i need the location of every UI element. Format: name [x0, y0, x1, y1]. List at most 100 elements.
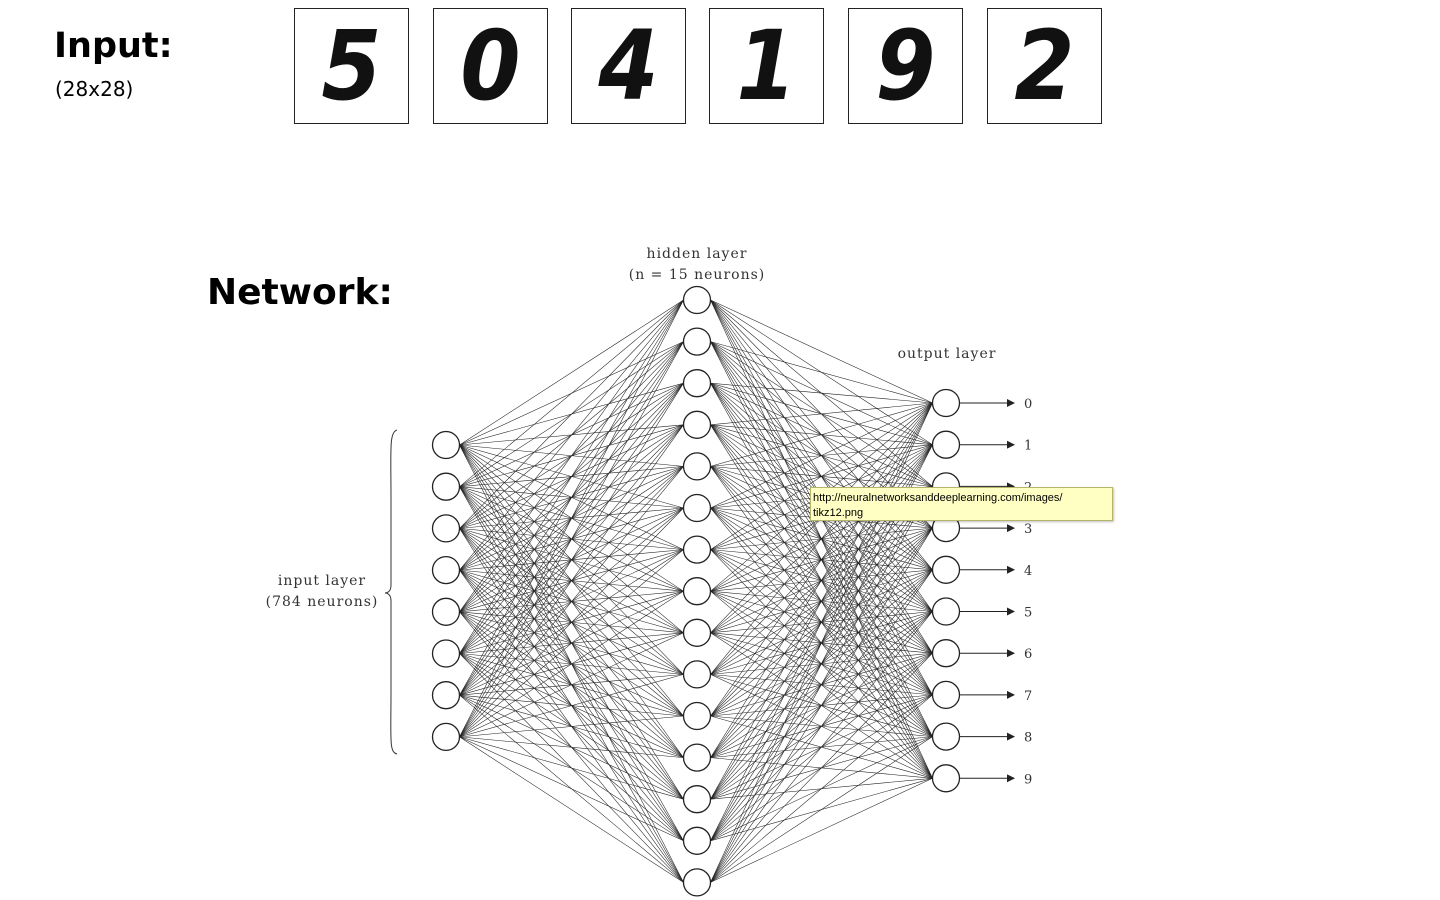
hidden-neuron: [682, 618, 712, 647]
connection-line: [459, 549, 684, 738]
connection-line: [459, 632, 684, 738]
connection-line: [459, 299, 684, 612]
hidden-neuron: [682, 868, 712, 897]
neuron-nodes: [431, 285, 961, 897]
connection-line: [710, 341, 933, 404]
hidden-neuron: [682, 826, 712, 855]
digit-image: 0: [433, 8, 548, 124]
connection-line: [459, 299, 684, 446]
connection-line: [710, 569, 933, 883]
input-neuron: [431, 597, 461, 626]
input-neuron: [431, 555, 461, 585]
connection-line: [710, 402, 933, 467]
output-digit-label: 3: [1024, 522, 1032, 537]
hidden-neuron: [682, 285, 712, 315]
connection-line: [459, 736, 684, 883]
tooltip-line: http://neuralnetworksanddeeplearning.com…: [813, 492, 1063, 504]
connection-line: [459, 736, 684, 758]
input-title: Input:: [54, 26, 173, 66]
connection-line: [459, 383, 684, 738]
input-layer-label: input layer: [278, 573, 366, 589]
output-neuron: [931, 555, 961, 584]
connection-line: [710, 527, 933, 883]
digit-glyph: 4: [598, 10, 659, 122]
connection-line: [459, 341, 684, 738]
input-neuron: [431, 472, 461, 501]
connection-line: [459, 424, 684, 738]
connection-line: [710, 402, 933, 800]
digit-glyph: 1: [736, 10, 797, 122]
connection-line: [710, 299, 933, 404]
output-layer-label: output layer: [898, 346, 997, 362]
output-digit-label: 6: [1024, 647, 1032, 662]
connection-line: [710, 486, 933, 883]
output-neuron: [931, 430, 961, 459]
connection-line: [710, 382, 933, 404]
output-neuron: [931, 388, 961, 418]
hidden-layer-count: (n = 15 neurons): [629, 267, 765, 283]
connection-line: [459, 736, 684, 800]
output-digit-label: 4: [1024, 564, 1032, 579]
output-digit-label: 8: [1024, 731, 1032, 746]
hidden-neuron: [682, 369, 712, 398]
connection-line: [710, 402, 933, 717]
hidden-neuron: [682, 577, 712, 606]
output-digit-label: 9: [1024, 772, 1032, 787]
output-arrows: 0123456789: [959, 397, 1032, 787]
hidden-neuron: [682, 327, 712, 356]
connection-line: [710, 402, 933, 675]
input-layer-brace: [384, 429, 398, 755]
output-neuron: [931, 722, 961, 751]
output-digit-label: 0: [1024, 397, 1032, 412]
output-neuron: [931, 597, 961, 626]
digit-glyph: 5: [321, 10, 382, 122]
connection-line: [459, 299, 684, 738]
digit-image: 5: [294, 8, 409, 124]
output-neuron: [931, 680, 961, 710]
hidden-neuron: [682, 743, 712, 772]
connection-line: [459, 674, 684, 738]
hidden-neuron: [682, 493, 712, 523]
hidden-neuron: [682, 701, 712, 731]
output-digit-label: 7: [1024, 689, 1032, 704]
connection-line: [710, 402, 933, 550]
connection-line: [459, 736, 684, 842]
output-neuron: [931, 639, 961, 668]
digit-image: 4: [571, 8, 686, 124]
digit-image: 9: [848, 8, 963, 124]
input-neuron: [431, 430, 461, 460]
digit-image: 1: [709, 8, 824, 124]
url-tooltip: http://neuralnetworksanddeeplearning.com…: [810, 487, 1113, 521]
input-neuron: [431, 514, 461, 543]
connection-line: [710, 611, 933, 883]
input-neuron: [431, 681, 461, 710]
connection-lines: [459, 299, 933, 883]
connection-line: [459, 466, 684, 738]
connection-line: [710, 402, 933, 841]
connection-line: [710, 402, 933, 758]
network-title: Network:: [207, 272, 393, 313]
input-layer-count: (784 neurons): [266, 594, 379, 610]
tooltip-line: tikz12.png: [813, 507, 864, 519]
digit-glyph: 2: [1014, 10, 1075, 122]
output-digit-label: 5: [1024, 606, 1032, 621]
connection-line: [459, 299, 684, 696]
connection-line: [459, 507, 684, 738]
connection-line: [710, 694, 933, 883]
output-neuron: [931, 764, 961, 793]
input-neuron: [431, 722, 461, 752]
digit-glyph: 0: [460, 10, 521, 122]
connection-line: [459, 299, 684, 654]
connection-line: [459, 590, 684, 738]
digit-image: 2: [987, 8, 1102, 124]
connection-line: [459, 299, 684, 529]
hidden-layer-label: hidden layer: [647, 246, 748, 262]
input-size-label: (28x28): [55, 77, 134, 101]
hidden-neuron: [682, 410, 712, 439]
connection-line: [710, 653, 933, 883]
hidden-neuron: [682, 660, 712, 689]
connection-line: [710, 736, 933, 883]
connection-line: [710, 778, 933, 883]
connection-line: [459, 299, 684, 571]
